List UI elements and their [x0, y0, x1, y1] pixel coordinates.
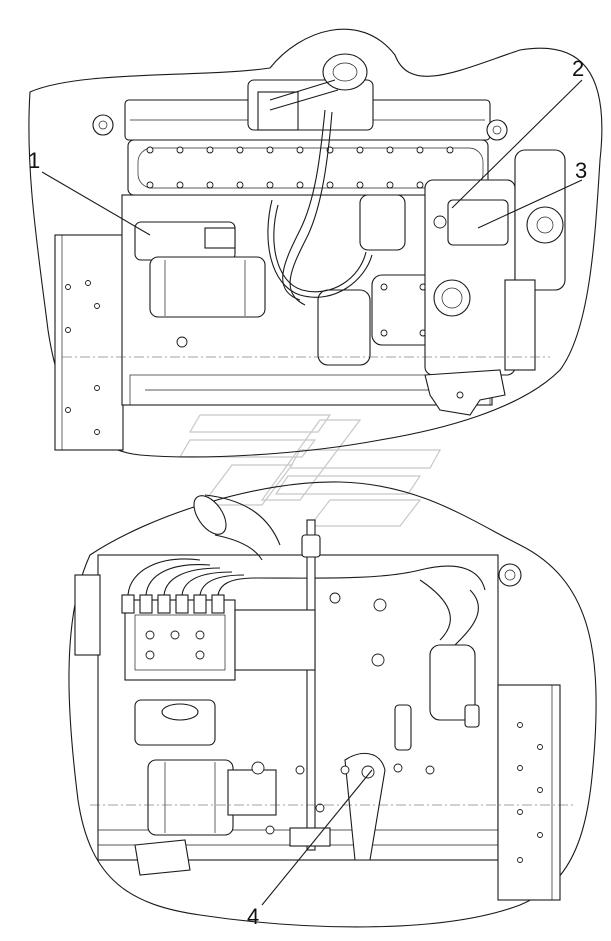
- callout-1: 1: [28, 148, 41, 173]
- fuel-line: [419, 579, 451, 641]
- pressure-sensor: [394, 704, 412, 751]
- oil-filter-top: [317, 289, 371, 366]
- lower-engine-view: [68, 481, 597, 928]
- wiring-harness: [267, 199, 373, 298]
- lifting-eye-right: [486, 119, 508, 141]
- injector-lines: [121, 558, 486, 614]
- oil-filter: [429, 644, 476, 721]
- pump-housing: [447, 199, 509, 246]
- starter-motor: [134, 221, 266, 348]
- engine-mount: [424, 369, 506, 416]
- callout-3: 3: [575, 158, 588, 183]
- lifting-eye-rear: [498, 563, 522, 587]
- turbocharger: [247, 53, 374, 131]
- sensor-port: [433, 215, 447, 229]
- leader-4: [261, 769, 373, 906]
- upper-engine-view: [28, 28, 603, 458]
- leader-1: [41, 171, 151, 236]
- front-bracket: [74, 574, 101, 656]
- leader-3: [477, 179, 583, 229]
- air-intake-pipe: [193, 494, 281, 561]
- gear-cover: [433, 279, 471, 317]
- flywheel-housing-side: [497, 684, 561, 901]
- watermark-logo: [178, 414, 442, 527]
- engine-mount-front: [134, 839, 191, 876]
- flywheel-housing: [54, 234, 124, 451]
- fuel-filter: [359, 194, 406, 251]
- lifting-eye-left: [92, 114, 114, 136]
- dipstick-tube: [306, 519, 316, 851]
- callout-2: 2: [572, 56, 585, 81]
- lower-view-boundary: [68, 481, 597, 928]
- leader-lines: [41, 79, 583, 906]
- leader-2: [451, 79, 583, 209]
- oil-cooler: [234, 609, 316, 671]
- support-bracket: [289, 752, 386, 861]
- callout-4: 4: [247, 904, 260, 929]
- alternator: [147, 759, 277, 836]
